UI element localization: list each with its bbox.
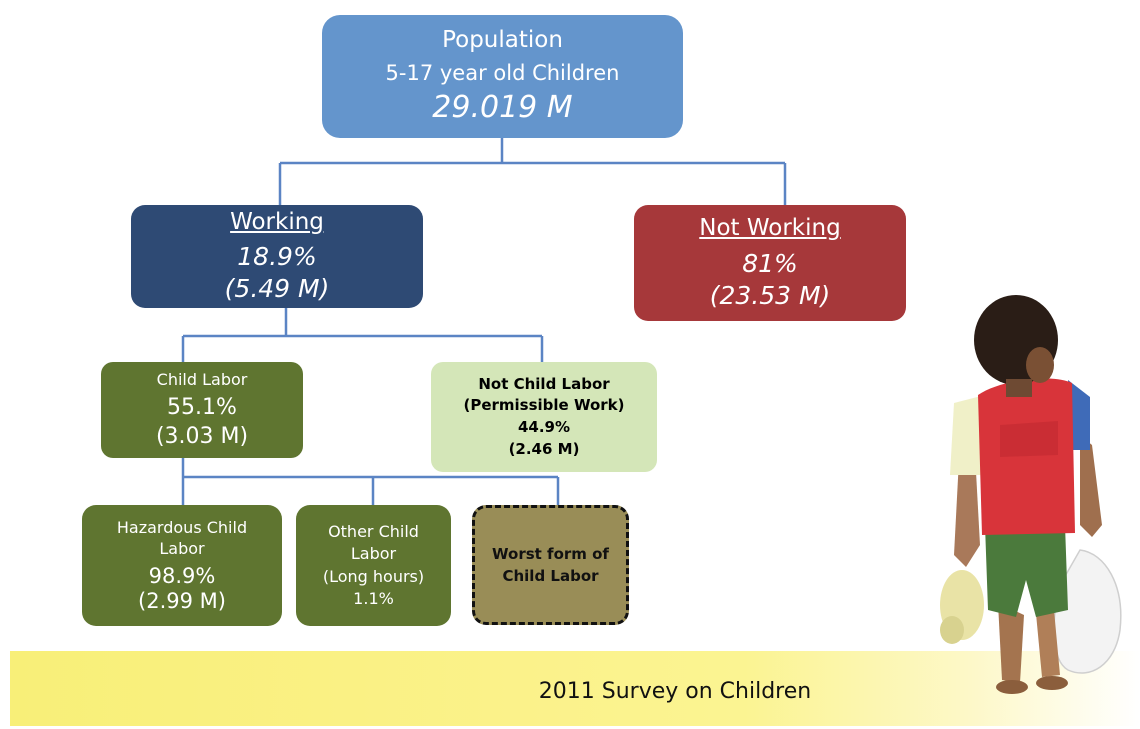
not-child-labor-count: (2.46 M) — [508, 439, 580, 458]
connector-labor-branches — [181, 458, 560, 505]
child-photo — [940, 295, 1122, 694]
worst-form-child-labor-box: Worst form of Child Labor — [472, 505, 629, 625]
other-heading-line1: Other Child — [328, 522, 419, 542]
hazardous-percent: 98.9% — [148, 563, 216, 588]
child-labor-percent: 55.1% — [167, 395, 237, 421]
population-subtitle: 5-17 year old Children — [385, 60, 620, 85]
not-child-labor-heading: Not Child Labor — [478, 374, 610, 393]
population-total: 29.019 M — [432, 89, 573, 125]
hazardous-count: (2.99 M) — [138, 589, 226, 614]
other-percent: 1.1% — [353, 588, 394, 608]
other-child-labor-box: Other Child Labor (Long hours) 1.1% — [296, 505, 451, 626]
population-title: Population — [442, 27, 563, 54]
working-count: (5.49 M) — [224, 274, 330, 304]
not-working-count: (23.53 M) — [709, 280, 831, 310]
child-labor-box: Child Labor 55.1% (3.03 M) — [101, 362, 303, 458]
worst-form-line2: Child Labor — [502, 567, 599, 585]
connector-root-branches — [278, 138, 787, 205]
banner-title: 2011 Survey on Children — [538, 679, 812, 704]
hazardous-heading-line2: Labor — [159, 539, 205, 559]
other-heading-line2: Labor — [350, 544, 397, 564]
connector-working-branches — [181, 308, 544, 362]
child-labor-heading: Child Labor — [156, 370, 248, 390]
population-box: Population 5-17 year old Children 29.019… — [322, 15, 683, 138]
not-child-labor-box: Not Child Labor (Permissible Work) 44.9%… — [431, 362, 657, 472]
working-percent: 18.9% — [237, 242, 317, 272]
not-working-percent: 81% — [742, 248, 798, 278]
working-box: Working 18.9% (5.49 M) — [131, 205, 423, 308]
not-working-box: Not Working 81% (23.53 M) — [634, 205, 906, 321]
child-labor-count: (3.03 M) — [155, 423, 249, 449]
hazardous-child-labor-box: Hazardous Child Labor 98.9% (2.99 M) — [82, 505, 282, 626]
worst-form-line1: Worst form of — [492, 544, 609, 563]
working-heading: Working — [230, 208, 324, 235]
hazardous-heading-line1: Hazardous Child — [116, 517, 248, 537]
not-child-labor-percent: 44.9% — [517, 418, 571, 436]
footer-banner — [10, 651, 1140, 726]
not-child-labor-subheading: (Permissible Work) — [463, 396, 625, 415]
other-heading-line3: (Long hours) — [322, 566, 425, 586]
not-working-heading: Not Working — [699, 215, 841, 242]
